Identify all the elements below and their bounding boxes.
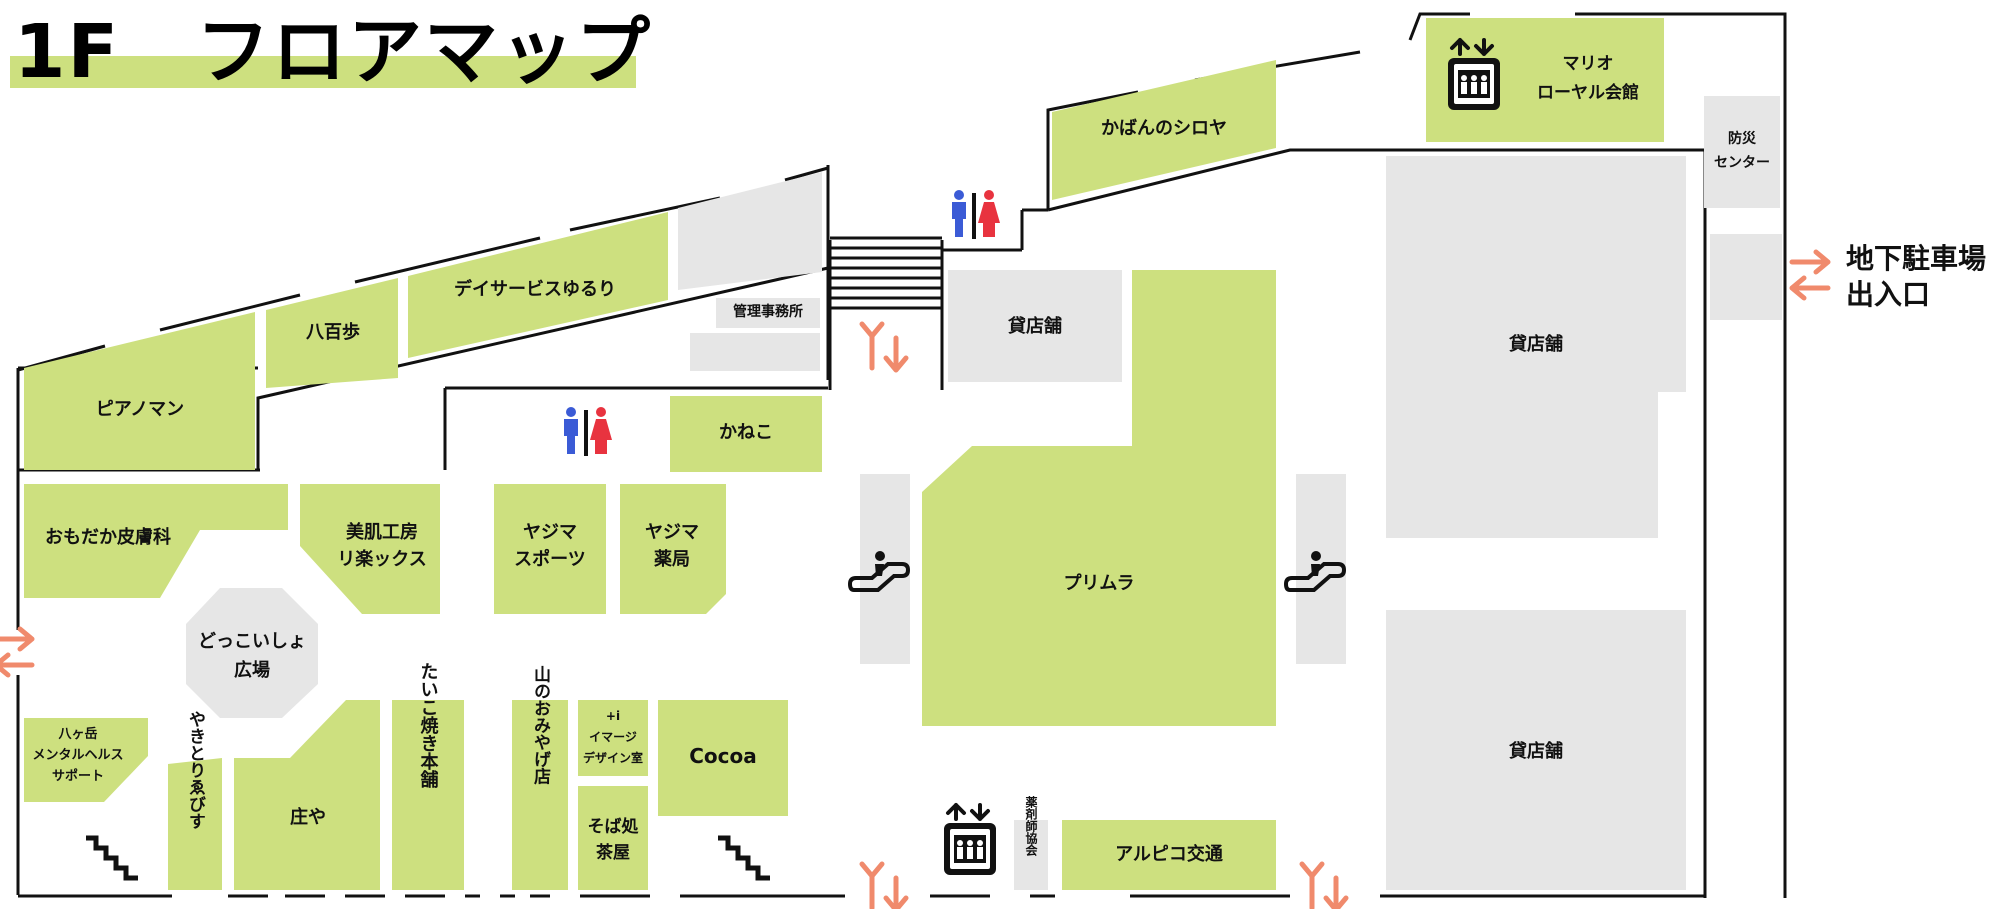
vacant-shop-upper[interactable]: 貸店舗 (1386, 156, 1686, 538)
up-down-arrow-icon (862, 864, 906, 909)
up-down-arrow-icon (862, 324, 906, 370)
vacant-storage (690, 333, 820, 371)
svg-text:地下駐車場: 地下駐車場 (1846, 242, 1986, 275)
svg-text:防災: 防災 (1728, 130, 1757, 147)
svg-text:かばんのシロヤ: かばんのシロヤ (1101, 118, 1227, 139)
stairs-icon (86, 838, 138, 878)
svg-text:サポート: サポート (52, 768, 104, 784)
svg-text:薬局: 薬局 (654, 549, 690, 570)
shop-kaban-shiroya[interactable]: かばんのシロヤ (1052, 60, 1276, 200)
toilet-icon (564, 407, 612, 456)
office-yakuzaishi[interactable]: 薬剤師協会 (1014, 795, 1048, 890)
toilet-icon (952, 190, 1000, 239)
svg-text:おもだか皮膚科: おもだか皮膚科 (45, 526, 171, 548)
svg-text:Cocoa: Cocoa (689, 744, 757, 768)
bousai-center[interactable]: 防災 センター (1704, 96, 1780, 208)
shop-yajima-yakkyoku[interactable]: ヤジマ 薬局 (620, 484, 726, 614)
svg-text:ローヤル会館: ローヤル会館 (1537, 82, 1639, 103)
title-underline (10, 56, 636, 88)
svg-text:出入口: 出入口 (1846, 278, 1930, 311)
up-down-arrow-icon (1302, 864, 1346, 909)
svg-text:貸店舗: 貸店舗 (1008, 315, 1062, 337)
svg-text:庄や: 庄や (290, 806, 326, 828)
svg-text:ヤジマ: ヤジマ (645, 522, 699, 543)
svg-text:そば処: そば処 (588, 817, 639, 837)
parking-entrance-label: 地下駐車場 出入口 (1846, 242, 1986, 311)
vacant-upper-left (678, 172, 822, 290)
map-title: 1F フロアマップ (10, 0, 650, 95)
svg-text:ヤジマ: ヤジマ (523, 522, 577, 543)
shop-label: ピアノマン (96, 399, 184, 420)
shop-alpico[interactable]: アルピコ交通 (1062, 820, 1276, 890)
shop-happyakuho[interactable]: 八百歩 (266, 278, 398, 388)
svg-text:デザイン室: デザイン室 (583, 750, 643, 765)
parking-entrance-area (1710, 234, 1782, 320)
elevator-icon (942, 803, 998, 877)
shop-yama-omiyage[interactable]: 山のおみやげ店 (512, 665, 568, 890)
svg-text:+i: +i (606, 709, 620, 723)
exit-arrow-icon (1792, 252, 1828, 298)
main-staircase (830, 236, 942, 310)
svg-text:アルピコ交通: アルピコ交通 (1115, 843, 1223, 865)
shop-primula[interactable]: プリムラ (922, 270, 1276, 726)
exit-arrow-icon (0, 629, 32, 675)
shop-omodaka[interactable]: おもだか皮膚科 (24, 484, 288, 598)
svg-text:かねこ: かねこ (719, 422, 773, 443)
shop-dayservice[interactable]: デイサービスゆるり (408, 212, 668, 358)
svg-text:山のおみやげ店: 山のおみやげ店 (530, 665, 551, 785)
svg-text:やきとりゑびす: やきとりゑびす (185, 710, 206, 829)
svg-text:デイサービスゆるり: デイサービスゆるり (454, 278, 616, 300)
plaza-dokkoisho[interactable]: どっこいしょ 広場 (186, 588, 318, 718)
shop-taikoyaki[interactable]: たいこ焼き本舗 (392, 662, 464, 890)
svg-text:メンタルヘルス: メンタルヘルス (32, 748, 123, 763)
shop-piano-man[interactable]: ピアノマン (24, 312, 255, 470)
svg-text:八百歩: 八百歩 (306, 322, 360, 343)
shop-yajima-sports[interactable]: ヤジマ スポーツ (494, 484, 606, 614)
office-kanri[interactable]: 管理事務所 (716, 298, 820, 328)
svg-text:貸店舗: 貸店舗 (1509, 740, 1563, 762)
svg-text:管理事務所: 管理事務所 (733, 303, 803, 320)
svg-text:貸店舗: 貸店舗 (1509, 333, 1563, 355)
shop-cocoa[interactable]: Cocoa (658, 700, 788, 816)
svg-text:たいこ焼き本舗: たいこ焼き本舗 (418, 662, 440, 789)
stairs-icon (718, 838, 770, 878)
svg-text:センター: センター (1714, 155, 1770, 171)
svg-text:プリムラ: プリムラ (1063, 572, 1134, 594)
svg-text:どっこいしょ: どっこいしょ (198, 631, 306, 652)
shop-kaneko[interactable]: かねこ (670, 396, 822, 472)
svg-text:広場: 広場 (234, 659, 270, 681)
shop-bihada[interactable]: 美肌工房 リ楽ックス (300, 484, 440, 614)
svg-text:リ楽ックス: リ楽ックス (337, 548, 426, 570)
svg-text:マリオ: マリオ (1563, 54, 1614, 74)
svg-text:薬剤師協会: 薬剤師協会 (1024, 795, 1038, 857)
shop-yatsugatake[interactable]: 八ヶ岳 メンタルヘルス サポート (24, 718, 148, 802)
shop-shoya[interactable]: 庄や (234, 700, 380, 890)
shop-image-design[interactable]: +i イマージ デザイン室 (578, 700, 648, 776)
vacant-shop-lower[interactable]: 貸店舗 (1386, 610, 1686, 890)
vacant-shop-small[interactable]: 貸店舗 (948, 270, 1122, 382)
svg-text:スポーツ: スポーツ (514, 548, 586, 570)
svg-text:茶屋: 茶屋 (596, 842, 630, 863)
shop-soba-chaya[interactable]: そば処 茶屋 (578, 786, 648, 890)
title-text: 1F フロアマップ (14, 9, 653, 95)
shop-yakitori-ebisu[interactable]: やきとりゑびす (168, 710, 222, 890)
svg-text:八ヶ岳: 八ヶ岳 (57, 727, 97, 742)
svg-text:イマージ: イマージ (589, 730, 637, 744)
svg-text:美肌工房: 美肌工房 (346, 521, 418, 543)
